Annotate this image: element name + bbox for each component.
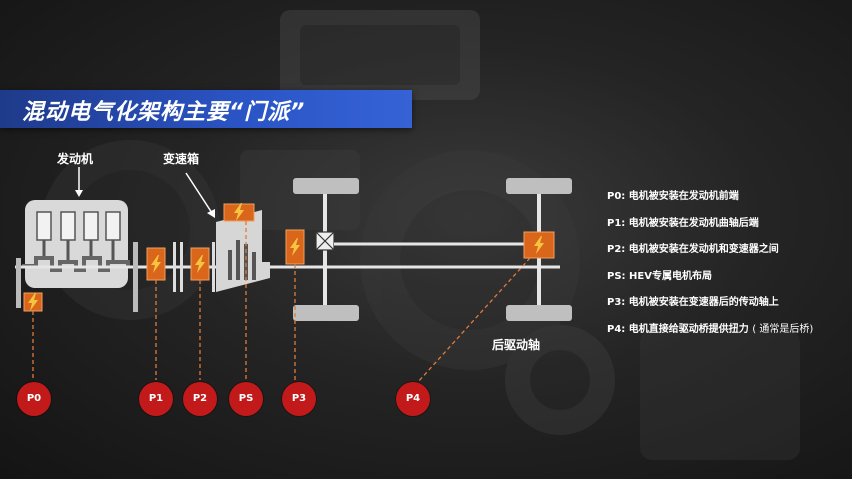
legend-text: 电机直接给驱动桥提供扭力 (628, 323, 749, 335)
legend-key: P1: (607, 217, 626, 229)
marker-p3: P3 (282, 382, 316, 416)
gearbox-pointer-head (207, 209, 215, 218)
legend-item-p2: P2: 电机被安装在发动机和变速器之间 (607, 243, 847, 270)
legend-text: HEV专属电机布局 (629, 270, 712, 282)
legend-text: 电机被安装在发动机曲轴后端 (628, 217, 759, 229)
marker-p4: P4 (396, 382, 430, 416)
legend-key: PS: (607, 270, 626, 282)
flywheel (133, 242, 138, 312)
legend-text: 电机被安装在变速器后的传动轴上 (628, 297, 779, 308)
motor-p0 (23, 292, 43, 312)
legend-key: P4: (607, 323, 626, 335)
marker-ps: PS (229, 382, 263, 416)
motor-ps (223, 203, 255, 222)
legend-key: P3: (607, 297, 626, 308)
legend-note: ( 通常是后桥) (752, 323, 814, 335)
title-bar: 混动电气化架构主要“门派” (0, 90, 412, 128)
legend-item-p0: P0: 电机被安装在发动机前端 (607, 190, 847, 217)
gearbox-pointer (185, 172, 213, 214)
legend: P0: 电机被安装在发动机前端 P1: 电机被安装在发动机曲轴后端 P2: 电机… (607, 190, 847, 349)
marker-p1: P1 (139, 382, 173, 416)
legend-item-ps: PS: HEV专属电机布局 (607, 270, 847, 297)
legend-key: P2: (607, 244, 626, 255)
marker-p0: P0 (17, 382, 51, 416)
gearbox-body (216, 210, 270, 292)
legend-item-p3: P3: 电机被安装在变速器后的传动轴上 (607, 296, 847, 323)
rear-axle (506, 178, 572, 321)
motor-p4 (523, 231, 555, 259)
clutch-plate (173, 242, 176, 292)
legend-text: 电机被安装在发动机前端 (628, 191, 739, 202)
front-pulley (16, 258, 21, 308)
front-differential (315, 231, 335, 251)
motor-p2 (190, 247, 210, 281)
clutch-plate (180, 242, 183, 292)
engine-pointer-head (75, 190, 83, 197)
page-title: 混动电气化架构主要“门派” (22, 100, 306, 125)
motor-p3 (285, 229, 305, 265)
clutch-plate (212, 242, 215, 292)
legend-text: 电机被安装在发动机和变速器之间 (628, 244, 779, 255)
legend-key: P0: (607, 191, 626, 202)
gearbox-label: 变速箱 (163, 152, 200, 166)
rear-axle-label: 后驱动轴 (492, 338, 541, 352)
motor-p1 (146, 247, 166, 281)
engine-block (22, 200, 130, 288)
marker-p2: P2 (183, 382, 217, 416)
engine-label: 发动机 (57, 152, 94, 166)
legend-item-p1: P1: 电机被安装在发动机曲轴后端 (607, 217, 847, 244)
legend-item-p4: P4: 电机直接给驱动桥提供扭力 ( 通常是后桥) (607, 323, 847, 350)
